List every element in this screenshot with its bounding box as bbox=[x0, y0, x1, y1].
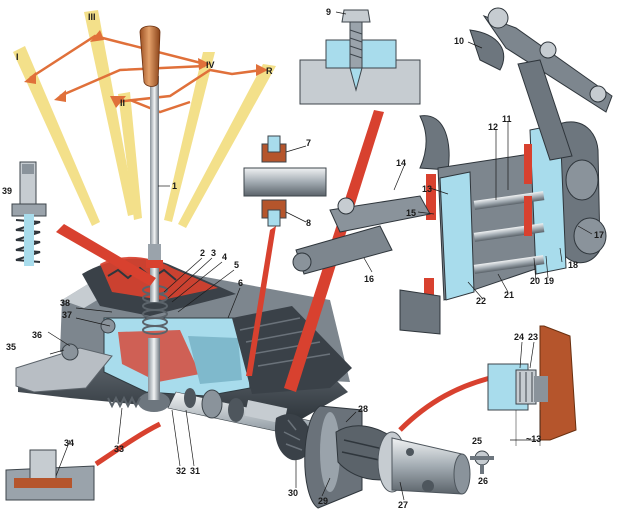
selector-mechanism bbox=[292, 7, 613, 335]
callout-9: 9 bbox=[326, 7, 331, 17]
inset-clamp-bolt bbox=[299, 9, 421, 105]
inset-detent bbox=[11, 158, 47, 270]
callout-7: 7 bbox=[306, 138, 311, 148]
callout-6: 6 bbox=[238, 278, 243, 288]
beam-i bbox=[13, 46, 100, 226]
distance-note: ~13 bbox=[510, 410, 541, 446]
callout-32: 32 bbox=[176, 466, 186, 476]
callout-25: 25 bbox=[472, 436, 482, 446]
callout-26: 26 bbox=[478, 476, 488, 486]
shift-arrow-heads bbox=[24, 30, 268, 108]
callout-29: 29 bbox=[318, 496, 328, 506]
callout-1: 1 bbox=[172, 181, 177, 191]
callout-20: 20 bbox=[530, 276, 540, 286]
inset-adjusting-screw bbox=[487, 325, 577, 441]
gear-label-iii: III bbox=[88, 12, 96, 22]
return-spring bbox=[107, 395, 141, 409]
callout-21: 21 bbox=[504, 290, 514, 300]
callout-11: 11 bbox=[502, 114, 512, 124]
gear-label-i: I bbox=[16, 52, 19, 62]
gear-lever bbox=[138, 25, 170, 412]
inset-rod-bushes bbox=[243, 135, 327, 227]
callout-5: 5 bbox=[234, 260, 239, 270]
ball-joint bbox=[470, 450, 494, 474]
callout-labels: 1 2 3 4 5 6 7 8 9 10 11 12 13 14 15 16 1… bbox=[2, 7, 604, 510]
callout-37: 37 bbox=[62, 310, 72, 320]
beam-ii bbox=[118, 92, 142, 220]
leader-lines bbox=[47, 11, 593, 501]
callout-34: 34 bbox=[64, 438, 74, 448]
pointer-lever-seat bbox=[56, 224, 156, 286]
gear-label-iv: IV bbox=[206, 60, 215, 70]
pointer-pad bbox=[246, 226, 276, 376]
distance-label: ~13 bbox=[526, 434, 541, 444]
callout-14: 14 bbox=[396, 158, 406, 168]
shaft-boot bbox=[274, 414, 312, 461]
coupling bbox=[377, 431, 471, 495]
shift-position-beams bbox=[13, 10, 276, 228]
beam-iii bbox=[84, 10, 136, 216]
callout-18: 18 bbox=[568, 260, 578, 270]
pointer-bushing bbox=[94, 421, 162, 467]
callout-27: 27 bbox=[398, 500, 408, 510]
callout-4: 4 bbox=[222, 252, 227, 262]
gear-label-r: R bbox=[266, 66, 273, 76]
callout-30: 30 bbox=[288, 488, 298, 498]
callout-36: 36 bbox=[32, 330, 42, 340]
beam-iv bbox=[164, 52, 215, 222]
callout-38: 38 bbox=[60, 298, 70, 308]
callout-17: 17 bbox=[594, 230, 604, 240]
callout-16: 16 bbox=[364, 274, 374, 284]
callout-33: 33 bbox=[114, 444, 124, 454]
gear-position-labels: I II III IV R bbox=[16, 12, 273, 108]
callout-15: 15 bbox=[406, 208, 416, 218]
pointer-coupling bbox=[398, 375, 491, 432]
callout-8: 8 bbox=[306, 218, 311, 228]
gear-label-ii: II bbox=[120, 98, 125, 108]
beam-r bbox=[178, 64, 276, 228]
callout-3: 3 bbox=[211, 248, 216, 258]
callout-12: 12 bbox=[488, 122, 498, 132]
callout-2: 2 bbox=[200, 248, 205, 258]
callout-35: 35 bbox=[6, 342, 16, 352]
callout-22: 22 bbox=[476, 296, 486, 306]
callout-19: 19 bbox=[544, 276, 554, 286]
lever-rod bbox=[150, 76, 159, 302]
lever-knob bbox=[139, 25, 161, 87]
callout-31: 31 bbox=[190, 466, 200, 476]
callout-24: 24 bbox=[514, 332, 524, 342]
callout-23: 23 bbox=[528, 332, 538, 342]
rubber-pad bbox=[232, 306, 352, 394]
inset-bushing bbox=[5, 444, 95, 501]
callout-39: 39 bbox=[2, 186, 12, 196]
callout-13: 13 bbox=[422, 184, 432, 194]
callout-10: 10 bbox=[454, 36, 464, 46]
mount-bracket bbox=[15, 318, 116, 393]
callout-28: 28 bbox=[358, 404, 368, 414]
